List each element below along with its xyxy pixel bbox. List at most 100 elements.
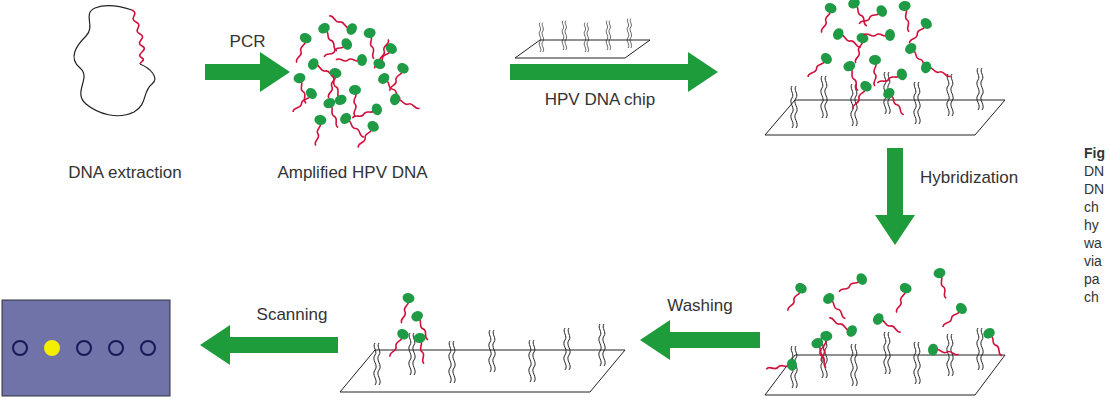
amplicon-cluster [289, 11, 422, 151]
positive-spot [45, 341, 59, 355]
amplified-dna [875, 67, 908, 89]
amplified-dna [864, 29, 895, 41]
probe-dna [374, 343, 380, 385]
step-label: HPV DNA chip [545, 90, 656, 110]
amplified-dna [821, 291, 850, 322]
process-arrow [510, 52, 718, 92]
probe-dna [791, 86, 797, 128]
amplified-dna [370, 41, 399, 72]
node-text-group: Amplified HPV DNA [277, 163, 427, 183]
caption-fragment: hy [1084, 216, 1099, 234]
chip-surface [765, 355, 1005, 395]
amplified-dna [905, 16, 934, 47]
amplified-dna [783, 281, 809, 314]
step-label: Hybridization [920, 168, 1018, 188]
amplified-dna [338, 111, 368, 141]
dna-chip [765, 0, 1005, 135]
amplified-dna [810, 336, 832, 369]
amplified-dna [816, 1, 838, 34]
caption-fragment: via [1084, 252, 1102, 270]
probe-dna [947, 74, 953, 116]
probe-dna [947, 334, 953, 376]
amplified-dna [372, 37, 394, 70]
caption-fragment: DN [1084, 180, 1104, 198]
scan-result [2, 300, 170, 396]
dna-strand [95, 6, 132, 10]
hpv-segment [132, 10, 144, 64]
dna-chip [340, 292, 625, 392]
process-arrow [640, 320, 760, 360]
amplified-dna [363, 27, 380, 60]
scanned-slide [2, 300, 170, 396]
amplified-dna [846, 0, 872, 29]
amplified-dna [326, 73, 348, 106]
spot [13, 341, 27, 355]
caption-fragment: Fig [1084, 144, 1105, 162]
amplified-dna [323, 67, 343, 100]
amplified-dna [898, 0, 915, 33]
probe-dna [599, 324, 605, 366]
spot [141, 341, 155, 355]
amplified-dna [919, 60, 952, 82]
amplified-dna [413, 332, 430, 365]
amplified-dna [310, 114, 327, 147]
stage-label: Amplified HPV DNA [277, 163, 427, 183]
amplified-dna [836, 271, 869, 297]
step-label: Scanning [257, 305, 328, 325]
stage-node: DNA extraction [45, 5, 205, 183]
probe-dna [914, 342, 920, 384]
probe-dna [977, 328, 983, 370]
caption-fragment: wa [1084, 234, 1102, 252]
probe-dna [529, 340, 535, 382]
amplified-dna [385, 61, 411, 94]
chip-surface [515, 40, 650, 58]
chip-surface [340, 350, 625, 392]
amplified-dna [891, 281, 913, 314]
amplified-dna [765, 358, 798, 375]
probe-dna [977, 68, 983, 110]
probe-dna [449, 341, 455, 383]
probe-dna [584, 23, 588, 52]
amplified-dna [291, 31, 313, 64]
amplified-dna [842, 59, 864, 92]
process-arrow [200, 325, 338, 365]
probe-dna [914, 82, 920, 124]
amplified-dna [932, 267, 952, 300]
amplified-dna [385, 327, 411, 360]
amplified-dna [350, 102, 383, 124]
stage-node: Amplified HPV DNA [290, 5, 415, 183]
probe-dna [821, 76, 827, 118]
amplified-dna [826, 313, 859, 339]
caption-fragment: ch [1084, 288, 1099, 306]
amplified-dna [388, 92, 421, 114]
amplified-dna [871, 311, 904, 337]
probe-dna [606, 21, 610, 50]
amplified-dna [927, 343, 960, 360]
spot [109, 341, 123, 355]
spot [77, 341, 91, 355]
amplified-dna [292, 72, 312, 105]
probe-dna [627, 19, 631, 48]
probe-dna [564, 328, 570, 370]
probe-dna [851, 344, 857, 386]
step-label: Washing [667, 296, 733, 316]
node-text-group: DNA extraction [68, 163, 181, 183]
probe-dna [884, 332, 890, 374]
amplified-dna [349, 85, 361, 116]
amplified-dna [850, 32, 870, 65]
dna-chip [515, 19, 650, 58]
caption-fragment: ch [1084, 198, 1099, 216]
genomic-dna [74, 6, 155, 116]
dna-strand [74, 8, 155, 116]
probe-dna [562, 21, 566, 50]
caption-fragment: pa [1084, 270, 1100, 288]
stage-label: DNA extraction [68, 163, 181, 183]
probe-dna [539, 23, 543, 52]
amplified-dna [848, 79, 874, 112]
amplified-dna [856, 3, 889, 29]
